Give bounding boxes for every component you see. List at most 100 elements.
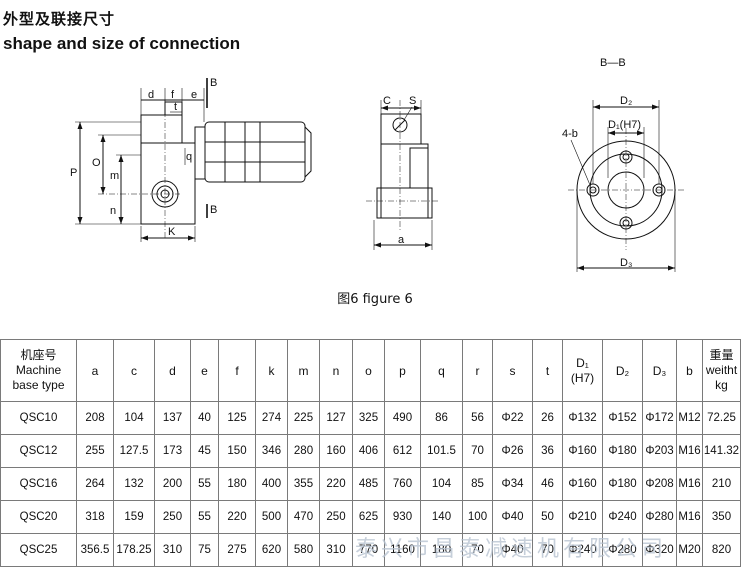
dim-label-n: n [110,205,116,217]
table-cell: 406 [352,434,385,468]
table-cell: 400 [255,467,288,501]
table-cell: Φ203 [642,434,677,468]
table-cell: Φ22 [492,401,533,435]
header-col-p: p [384,339,421,402]
side-view-drawing [366,100,440,250]
header-col-k: k [255,339,288,402]
header-col-d1: D₁ (H7) [562,339,603,402]
table-cell-model: QSC20 [0,500,77,534]
table-cell: M20 [676,533,703,567]
table-cell: 770 [352,533,385,567]
table-cell: 132 [113,467,155,501]
table-cell: 127.5 [113,434,155,468]
header-col-n: n [319,339,353,402]
table-cell: 127 [319,401,353,435]
table-cell: Φ40 [492,500,533,534]
table-cell: Φ240 [602,500,643,534]
table-cell: 55 [190,500,219,534]
header-col-o: o [352,339,385,402]
table-cell: 310 [319,533,353,567]
dim-label-d: d [148,89,154,101]
dim-label-f: f [171,89,175,101]
dim-label-a: a [398,234,405,246]
technical-drawing: d f e t B B P O q m n K C S a B—B D₂ D₁(… [70,57,684,272]
table-cell: 55 [190,467,219,501]
table-cell: 70 [462,434,493,468]
table-cell: 210 [702,467,741,501]
dim-label-d1: D₁(H7) [608,119,641,131]
table-cell: 500 [255,500,288,534]
table-cell: 85 [462,467,493,501]
header-col-s: s [492,339,533,402]
table-cell: 274 [255,401,288,435]
table-cell: 70 [532,533,563,567]
table-cell: Φ160 [562,434,603,468]
table-cell: 485 [352,467,385,501]
header-col-d3: D₃ [642,339,677,402]
table-cell: 72.25 [702,401,741,435]
table-cell: 1160 [384,533,421,567]
table-cell: 50 [532,500,563,534]
dim-label-q: q [186,151,192,163]
table-cell: 820 [702,533,741,567]
table-cell: 86 [420,401,463,435]
table-cell: 310 [154,533,191,567]
table-cell: Φ240 [562,533,603,567]
dim-label-o: O [92,157,101,169]
table-cell: Φ40 [492,533,533,567]
header-col-c: c [113,339,155,402]
table-cell: Φ26 [492,434,533,468]
header-col-e: e [190,339,219,402]
table-cell: 220 [218,500,256,534]
table-cell: 208 [76,401,114,435]
table-cell: 760 [384,467,421,501]
table-cell: 346 [255,434,288,468]
table-cell: Φ180 [602,467,643,501]
dimension-table: 机座号 Machine base type a c d e f k m n o … [0,339,741,567]
dim-label-d3: D₃ [620,257,632,269]
header-col-d: d [154,339,191,402]
header-col-f: f [218,339,256,402]
table-cell-model: QSC25 [0,533,77,567]
table-cell: 250 [154,500,191,534]
table-cell: 70 [462,533,493,567]
figure-caption: 图6 figure 6 [337,292,413,307]
table-cell: 75 [190,533,219,567]
table-cell: 625 [352,500,385,534]
table-cell: 580 [287,533,320,567]
header-col-q: q [420,339,463,402]
header-col-m: m [287,339,320,402]
table-cell: 470 [287,500,320,534]
flange-section-drawing [568,100,684,272]
table-cell: 325 [352,401,385,435]
header-col-t: t [532,339,563,402]
table-cell: M16 [676,500,703,534]
header-col-weight: 重量 weitht kg [702,339,741,402]
table-cell: 101.5 [420,434,463,468]
table-cell: 36 [532,434,563,468]
table-cell: 104 [113,401,155,435]
table-cell: 275 [218,533,256,567]
dim-label-e: e [191,89,197,101]
table-cell: Φ210 [562,500,603,534]
header-col-d2: D₂ [602,339,643,402]
table-cell: 159 [113,500,155,534]
section-mark-b-bottom: B [210,204,217,216]
table-cell: 56 [462,401,493,435]
page-title-cn: 外型及联接尺寸 [3,10,116,28]
table-cell: 264 [76,467,114,501]
front-view-drawing [75,78,312,242]
table-cell: 160 [319,434,353,468]
table-cell: 178.25 [113,533,155,567]
table-cell: M16 [676,434,703,468]
table-cell: 125 [218,401,256,435]
header-machine-type: 机座号 Machine base type [0,339,77,402]
dim-label-t: t [174,101,177,113]
table-cell: 250 [319,500,353,534]
dim-label-m: m [110,170,119,182]
table-cell: 104 [420,467,463,501]
